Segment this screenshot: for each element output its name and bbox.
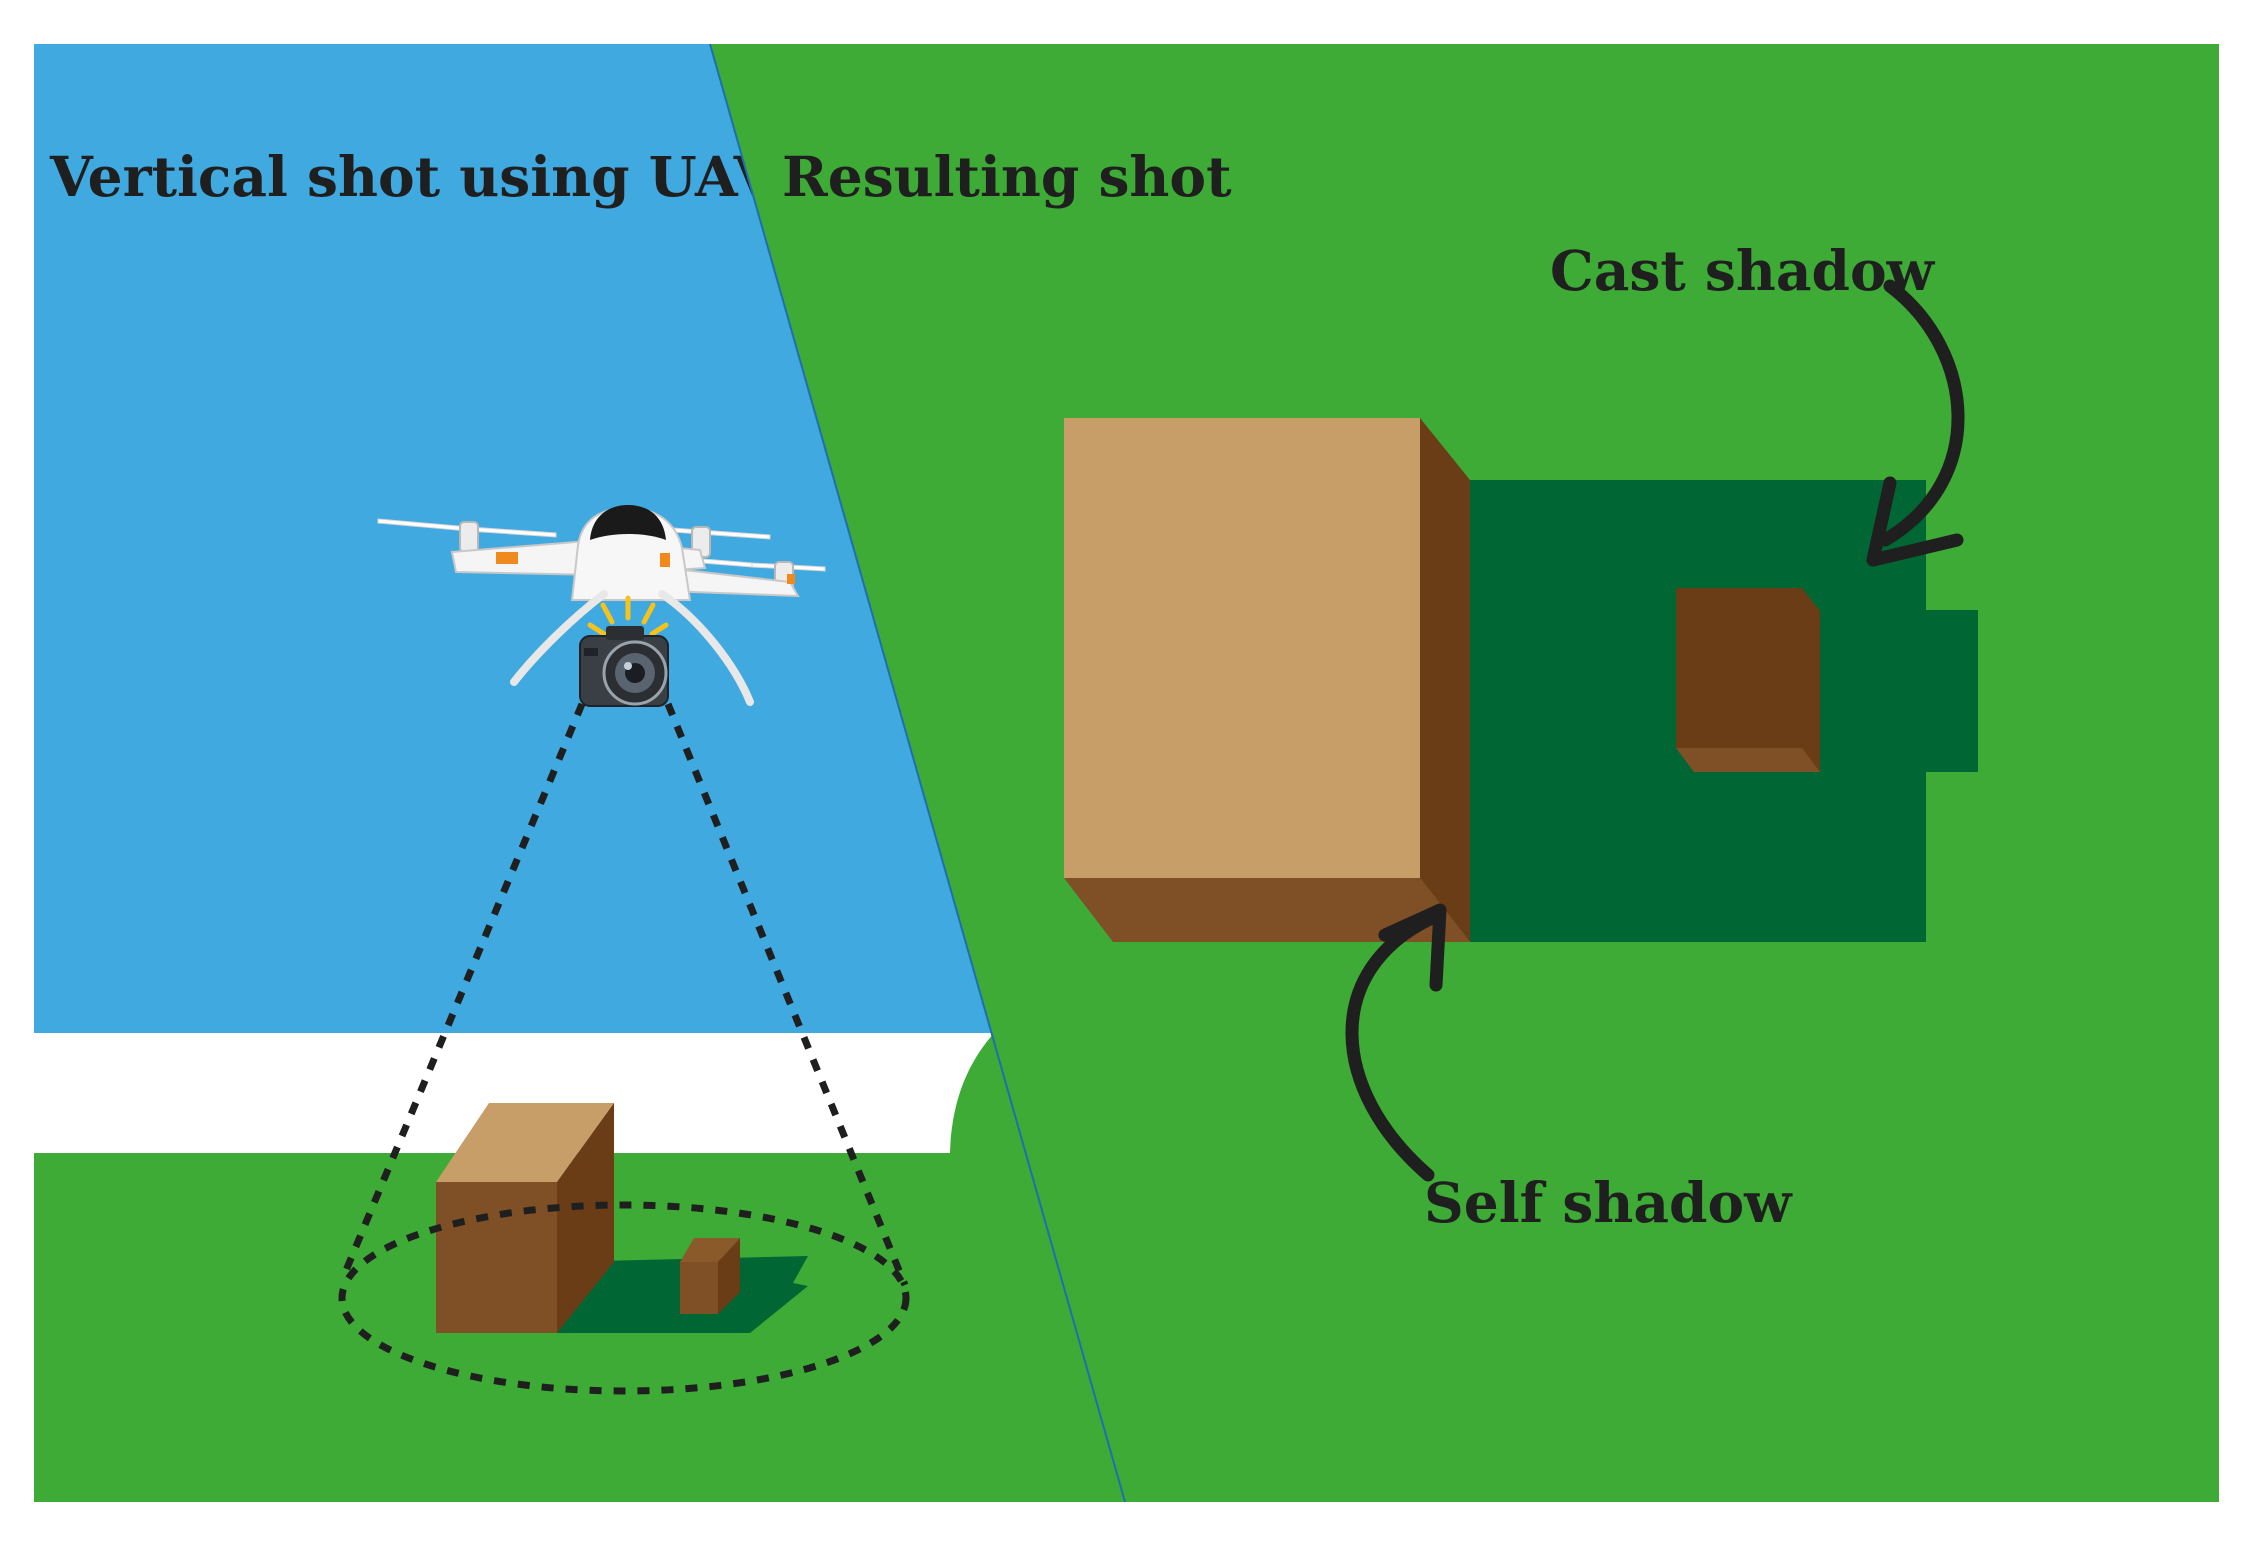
- large-box-top-view: [1064, 418, 1470, 942]
- self-shadow-label: Self shadow: [1424, 1170, 1793, 1235]
- camera-icon: [579, 626, 669, 707]
- left-panel: Vertical shot using UAV: [34, 44, 1125, 1502]
- camera-fov-cone: [338, 702, 910, 1395]
- small-box-top-view: [1676, 588, 1820, 772]
- cast-shadow-label: Cast shadow: [1550, 238, 1936, 303]
- ground-shadow: [545, 1256, 808, 1333]
- large-box: [436, 1103, 614, 1333]
- drone-icon: [377, 505, 826, 706]
- sky-background: [34, 44, 994, 1033]
- panel-divider: [709, 43, 1126, 1503]
- right-panel-title: Resulting shot: [782, 144, 1232, 209]
- right-panel: Resulting shot Cast shadow Self shadow: [709, 43, 2219, 1503]
- cast-shadow-arrow: [1866, 279, 1965, 567]
- left-panel-title: Vertical shot using UAV: [49, 144, 778, 209]
- small-box: [680, 1238, 740, 1314]
- self-shadow-arrow: [1345, 903, 1447, 1182]
